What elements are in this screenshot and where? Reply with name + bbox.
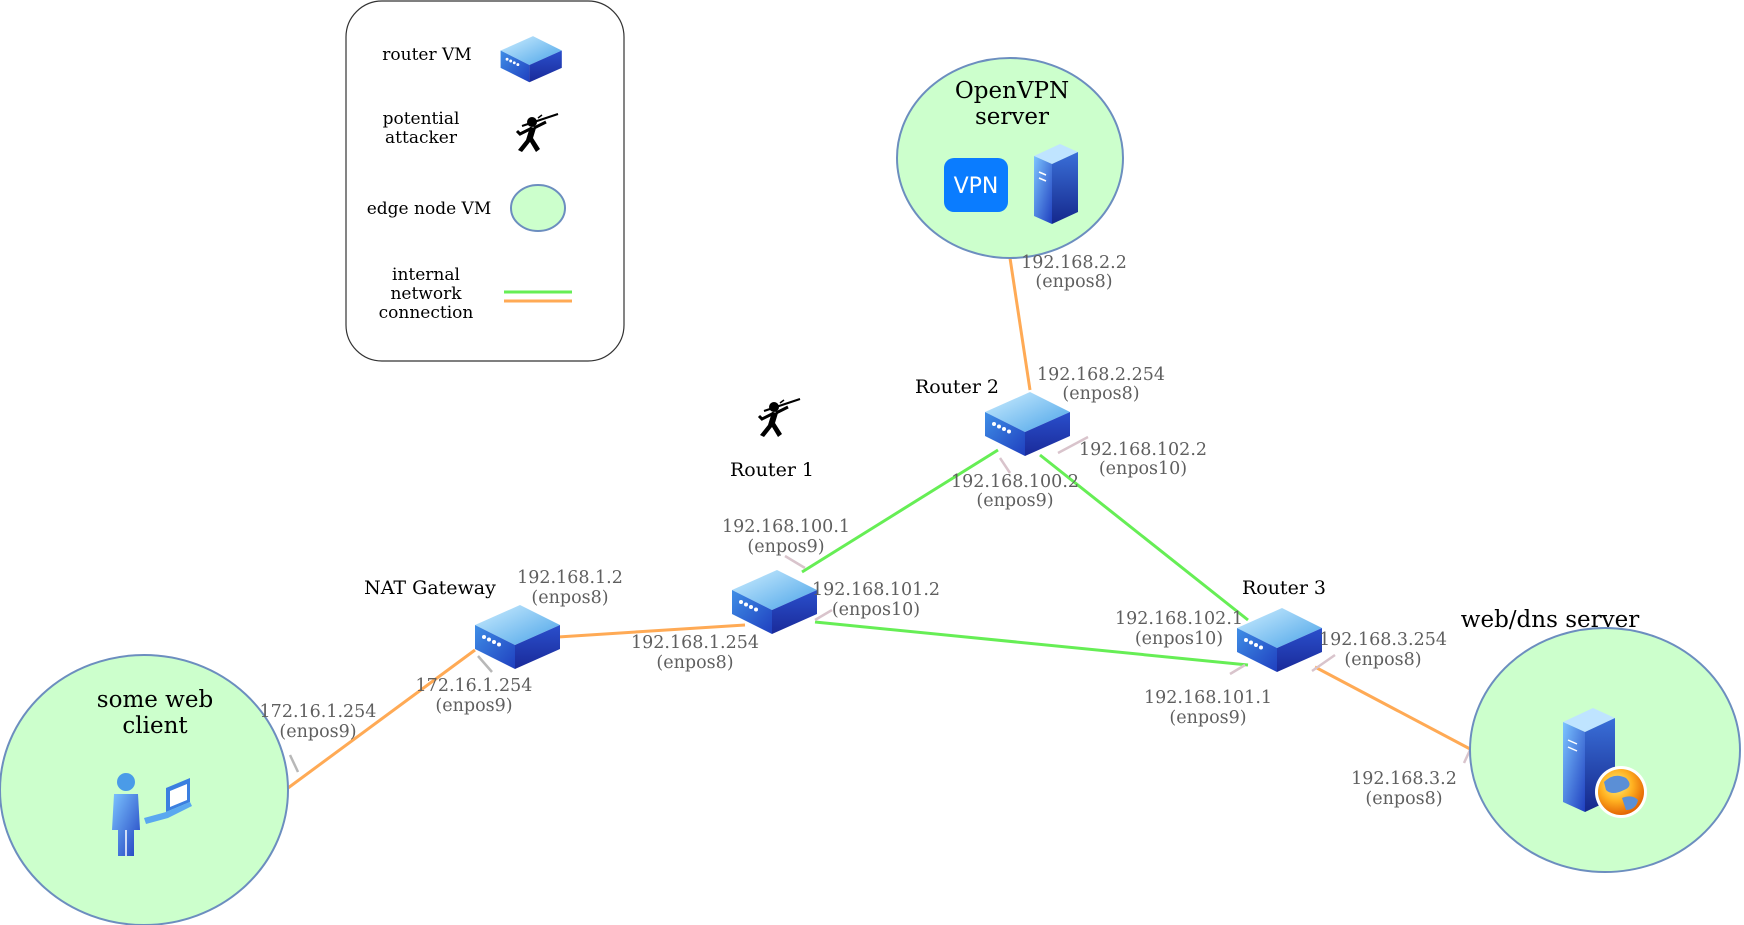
link-nat-router1 [557, 623, 746, 639]
legend-router-label: router VM [382, 45, 471, 65]
openvpn-server-icon [1034, 144, 1078, 224]
if-router3-a: (enpos10) [1135, 629, 1223, 649]
ip-router2-c: 192.168.100.2 [951, 472, 1079, 492]
legend: router VM potential attacker edge node V… [345, 0, 625, 362]
if-router2-b: (enpos10) [1099, 459, 1187, 479]
if-webdns: (enpos8) [1365, 789, 1442, 809]
if-nat-a: (enpos8) [531, 588, 608, 608]
router3-icon [1237, 608, 1322, 672]
if-router3-b: (enpos8) [1344, 650, 1421, 670]
nat-icon [475, 605, 560, 669]
router2-icon [985, 392, 1070, 456]
legend-edge-icon [510, 184, 566, 232]
ip-webdns: 192.168.3.2 [1351, 769, 1457, 789]
link-router2-router3 [1039, 453, 1249, 622]
if-router2-a: (enpos8) [1062, 384, 1139, 404]
client-title-1: some web [97, 687, 213, 713]
legend-conn-label-1: internal [392, 265, 460, 285]
openvpn-node: OpenVPN server VPN [896, 57, 1124, 259]
link-client-nat [287, 648, 476, 790]
if-router2-c: (enpos9) [976, 491, 1053, 511]
vpn-badge-icon [944, 158, 1008, 212]
legend-attacker-label-2: attacker [385, 128, 458, 148]
globe-icon [1595, 766, 1647, 818]
ip-router3-c: 192.168.101.1 [1144, 688, 1272, 708]
link-router3-webdns [1314, 665, 1473, 752]
if-openvpn: (enpos8) [1035, 272, 1112, 292]
nat-label: NAT Gateway [364, 577, 496, 599]
legend-edge-label: edge node VM [367, 199, 492, 219]
web-server-icon [1563, 708, 1615, 812]
vpn-badge-text: VPN [954, 174, 999, 199]
if-router1-c: (enpos8) [656, 653, 733, 673]
ip-router3-a: 192.168.102.1 [1115, 609, 1243, 629]
openvpn-title-1: OpenVPN [955, 78, 1069, 104]
links [287, 257, 1473, 790]
router2-label: Router 2 [915, 376, 999, 398]
ip-router2-b: 192.168.102.2 [1079, 440, 1207, 460]
if-router3-c: (enpos9) [1169, 708, 1246, 728]
ip-nat-b: 172.16.1.254 [416, 676, 533, 696]
user-laptop-icon [112, 773, 192, 856]
ip-router2-a: 192.168.2.254 [1037, 365, 1165, 385]
router3-label: Router 3 [1242, 577, 1326, 599]
client-title-2: client [122, 713, 188, 739]
ip-client: 172.16.1.254 [260, 702, 377, 722]
legend-attacker-label-1: potential [383, 109, 460, 129]
router3-node: Router 3 [1237, 577, 1326, 672]
client-node: some web client [0, 654, 289, 925]
openvpn-title-2: server [975, 104, 1049, 130]
router2-node: Router 2 [915, 376, 1070, 456]
if-client: (enpos9) [279, 722, 356, 742]
ip-nat-a: 192.168.1.2 [517, 568, 623, 588]
link-router1-router3 [814, 620, 1249, 667]
legend-conn-label-3: connection [379, 303, 474, 323]
link-openvpn-router2 [1008, 257, 1032, 391]
ip-router3-b: 192.168.3.254 [1319, 630, 1447, 650]
ip-router1-a: 192.168.100.1 [722, 517, 850, 537]
client-edge-circle [0, 654, 289, 925]
legend-conn-label-2: network [390, 284, 462, 304]
link-router2-router1 [801, 448, 999, 574]
if-router1-a: (enpos9) [747, 537, 824, 557]
ip-labels: 192.168.2.2 (enpos8) 192.168.2.254 (enpo… [260, 253, 1457, 809]
router1-label: Router 1 [730, 459, 814, 481]
webdns-title: web/dns server [1461, 607, 1639, 633]
if-router1-b: (enpos10) [832, 600, 920, 620]
webdns-node: web/dns server [1461, 607, 1741, 873]
legend-box [345, 0, 625, 362]
nat-node: NAT Gateway [364, 577, 560, 669]
router1-node: Router 1 [730, 459, 817, 634]
interface-ticks [288, 435, 1472, 773]
attacker-icon [757, 397, 802, 439]
ip-openvpn: 192.168.2.2 [1021, 253, 1127, 273]
if-nat-b: (enpos9) [435, 696, 512, 716]
ip-router1-c: 192.168.1.254 [631, 633, 759, 653]
ip-router1-b: 192.168.101.2 [812, 580, 940, 600]
